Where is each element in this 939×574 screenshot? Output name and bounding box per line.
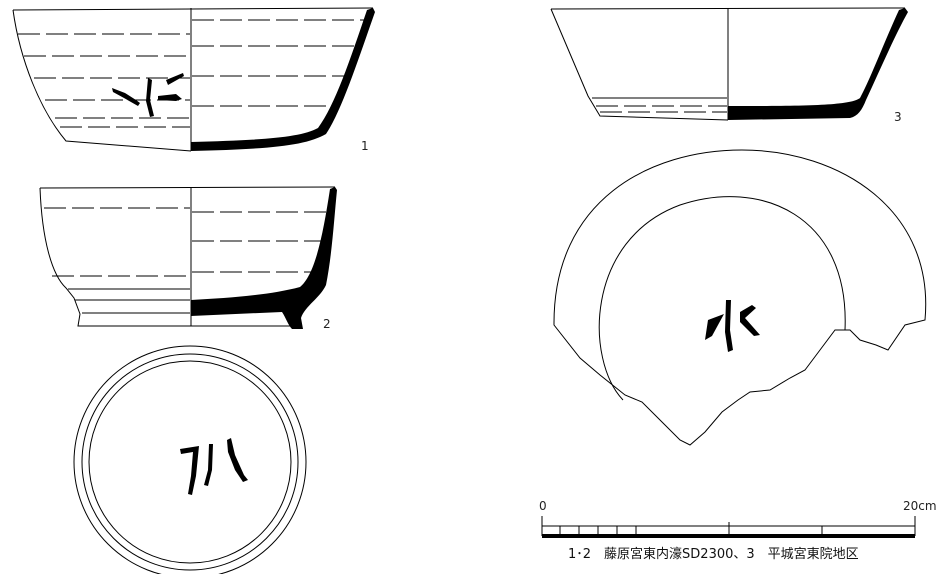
scale-end-label: 20cm [903, 499, 937, 513]
vessel-2-base-plan [73, 345, 307, 574]
vessel-2-drawing: 2 [39, 186, 337, 331]
vessel-3-drawing: 3 [550, 7, 908, 124]
vessel-3-number: 3 [894, 110, 902, 124]
scale-start-label: 0 [539, 499, 547, 513]
vessel-1-drawing: 1 [12, 7, 375, 153]
figure-caption: 1･2 藤原宮東内濠SD2300、3 平城宮東院地区 [568, 546, 859, 562]
vessel-3-plan [553, 149, 927, 446]
vessel-1-number: 1 [361, 139, 369, 153]
vessel-2-number: 2 [323, 317, 331, 331]
scale-bar: 0 20cm [539, 499, 937, 538]
